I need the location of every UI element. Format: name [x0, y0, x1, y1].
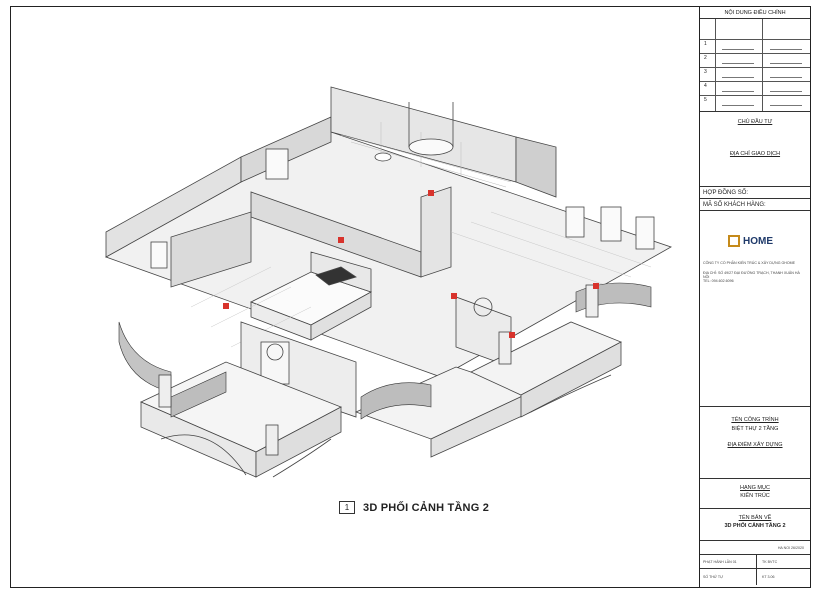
category-section: HẠNG MỤC KIẾN TRÚC: [700, 479, 810, 509]
caption-title: 3D PHỐI CẢNH TẦNG 2: [363, 501, 490, 514]
issue-row: PHẠT HÀNH LẦN 01 TK BVTC: [700, 555, 810, 569]
shower-enclosure: [408, 138, 454, 156]
column-3: [585, 284, 599, 318]
revision-header: NỘI DUNG ĐIỀU CHỈNH: [700, 7, 810, 19]
company-name: CÔNG TY CỔ PHẦN KIẾN TRÚC & XÂY DỰNG GHO…: [703, 261, 796, 265]
column-marker: [509, 332, 515, 338]
toilet: [374, 152, 392, 162]
company-logo: HOME: [728, 235, 773, 247]
sequence-value: KT 3.06: [762, 575, 775, 579]
column-2: [498, 331, 512, 365]
column-marker: [451, 293, 457, 299]
balcony-left: [140, 361, 342, 478]
column-marker: [428, 190, 434, 196]
column-1: [158, 374, 172, 408]
company-address: ĐỊA CHỈ: SỐ 49/27 ĐẠI ĐƯỜNG TRẠCH, THANH…: [703, 271, 800, 279]
site-label: ĐỊA ĐIỂM XÂY DỰNG: [727, 442, 783, 448]
revision-number: 5: [704, 97, 707, 103]
revision-number: 4: [704, 83, 707, 89]
revision-number: 2: [704, 55, 707, 61]
balcony-right: [470, 321, 622, 418]
sheet-title-section: TÊN BẢN VẼ 3D PHỐI CẢNH TẦNG 2: [700, 509, 810, 541]
back-window-1: [265, 148, 289, 180]
floor-plan-3d-render: [105, 86, 672, 478]
bathroom-side-wall: [515, 136, 557, 198]
revision-table: 1 2 3 4 5: [700, 19, 810, 112]
owner-label: CHỦ ĐẦU TƯ: [737, 119, 773, 125]
category-value: KIẾN TRÚC: [740, 493, 770, 499]
logo-text: HOME: [743, 235, 773, 247]
caption-number: 1: [339, 501, 355, 514]
partition-wall-3: [170, 211, 252, 288]
company-phone: TEL: 094.602.6096: [703, 279, 734, 283]
drawing-caption: 1 3D PHỐI CẢNH TẦNG 2: [339, 501, 489, 514]
railing-front: [360, 382, 432, 420]
code-row: HA NOI 26/2020: [700, 541, 810, 555]
project-name: BIỆT THỰ 2 TẦNG: [731, 426, 779, 432]
column-marker: [593, 283, 599, 289]
sequence-row: SỐ THỨ TỰ KT 3.06: [700, 569, 810, 585]
railing-left: [170, 371, 227, 418]
sheet-label: TÊN BẢN VẼ: [738, 515, 772, 521]
company-section: HOME CÔNG TY CỔ PHẦN KIẾN TRÚC & XÂY DỰN…: [700, 211, 810, 407]
address-label: ĐỊA CHỈ GIAO DỊCH: [729, 151, 781, 157]
partition-wall-2: [420, 186, 452, 278]
column-marker: [338, 237, 344, 243]
revision-number: 1: [704, 41, 707, 47]
isometric-floor-plan-drawing: [11, 7, 699, 587]
contract-row: HỢP ĐỒNG SỐ:: [700, 187, 810, 199]
column-marker: [223, 303, 229, 309]
revision-number: 3: [704, 69, 707, 75]
issue-value: TK BVTC: [762, 560, 778, 564]
back-window-2: [150, 241, 168, 269]
drawing-sheet: 1 3D PHỐI CẢNH TẦNG 2 NỘI DUNG ĐIỀU CHỈN…: [10, 6, 811, 588]
right-wall-windows: [565, 206, 655, 250]
project-label: TÊN CÔNG TRÌNH: [731, 417, 779, 423]
sheet-title: 3D PHỐI CẢNH TẦNG 2: [724, 523, 786, 529]
client-code-row: MÃ SỐ KHÁCH HÀNG:: [700, 199, 810, 211]
issue-label: PHẠT HÀNH LẦN 01: [703, 560, 737, 564]
bedroom-door: [260, 341, 290, 385]
owner-section: CHỦ ĐẦU TƯ ĐỊA CHỈ GIAO DỊCH: [700, 111, 810, 187]
category-label: HẠNG MỤC: [740, 485, 770, 491]
column-4: [265, 424, 279, 456]
sequence-label: SỐ THỨ TỰ: [703, 575, 724, 579]
logo-cube-icon: [728, 235, 740, 247]
title-block: NỘI DUNG ĐIỀU CHỈNH 1 2 3 4 5 CHỦ Đ: [699, 7, 810, 587]
project-section: TÊN CÔNG TRÌNH BIỆT THỰ 2 TẦNG ĐỊA ĐIỂM …: [700, 407, 810, 479]
